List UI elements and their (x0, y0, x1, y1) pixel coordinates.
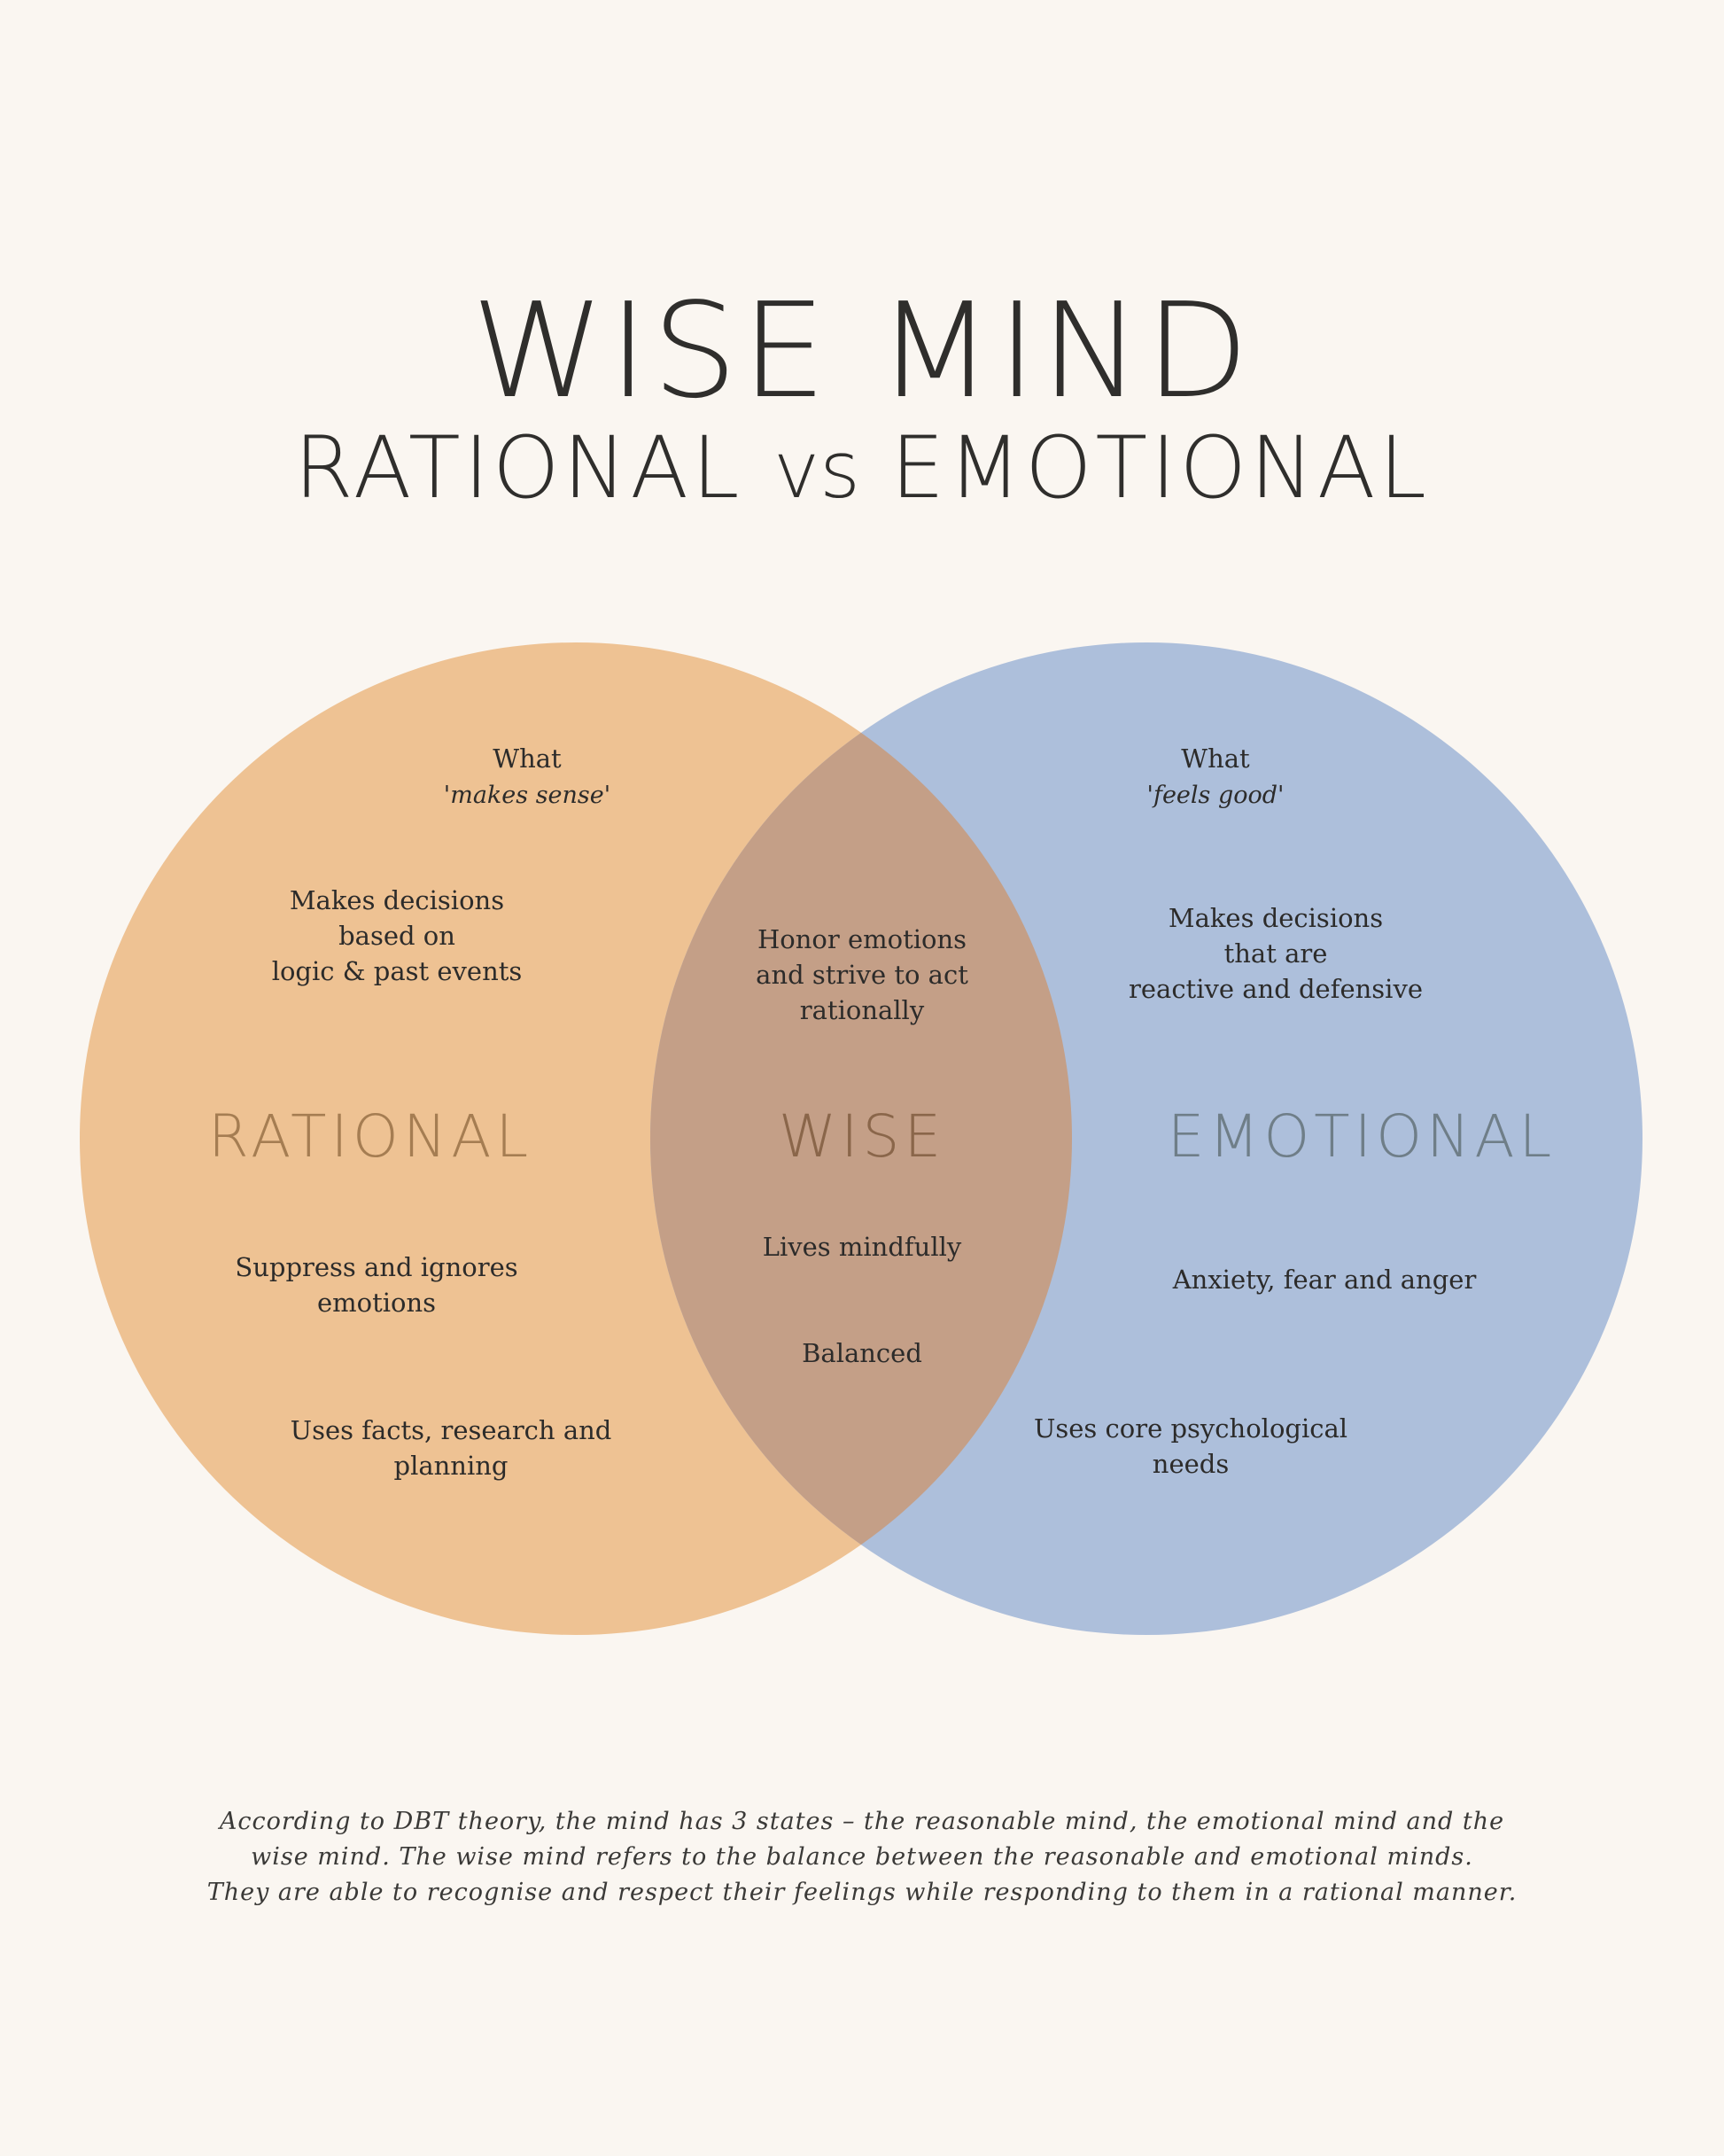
page-subtitle: RATIONAL vs EMOTIONAL (0, 425, 1724, 510)
subtitle-emotional: EMOTIONAL (890, 418, 1430, 518)
emotional-what: What 'feels good' (1146, 743, 1285, 809)
wise-balanced: Balanced (802, 1338, 922, 1368)
emotional-feelings: Anxiety, fear and anger (1172, 1265, 1477, 1295)
rational-emotions: Suppress and ignores emotions (235, 1252, 518, 1318)
rational-uses: Uses facts, research and planning (290, 1415, 612, 1481)
wise-lives: Lives mindfully (762, 1232, 962, 1262)
emotional-decisions: Makes decisions that are reactive and de… (1129, 903, 1423, 1004)
subtitle-rational: RATIONAL (293, 418, 743, 518)
subtitle-vs: vs (773, 424, 860, 516)
footnote: According to DBT theory, the mind has 3 … (206, 1808, 1518, 1906)
rational-what-quote: 'makes sense' (443, 782, 611, 809)
emotional-label: EMOTIONAL (1167, 1102, 1557, 1171)
rational-decisions: Makes decisions based on logic & past ev… (271, 885, 523, 986)
emotional-what-quote: 'feels good' (1146, 782, 1285, 809)
rational-label: RATIONAL (207, 1102, 533, 1171)
wise-label: WISE (778, 1102, 946, 1171)
wise-honor: Honor emotions and strive to act rationa… (756, 924, 968, 1025)
emotional-uses: Uses core psychological needs (1033, 1413, 1348, 1479)
page-title: WISE MIND (470, 275, 1254, 427)
wise-overlap (650, 642, 1072, 1635)
rational-what: What 'makes sense' (443, 743, 611, 809)
